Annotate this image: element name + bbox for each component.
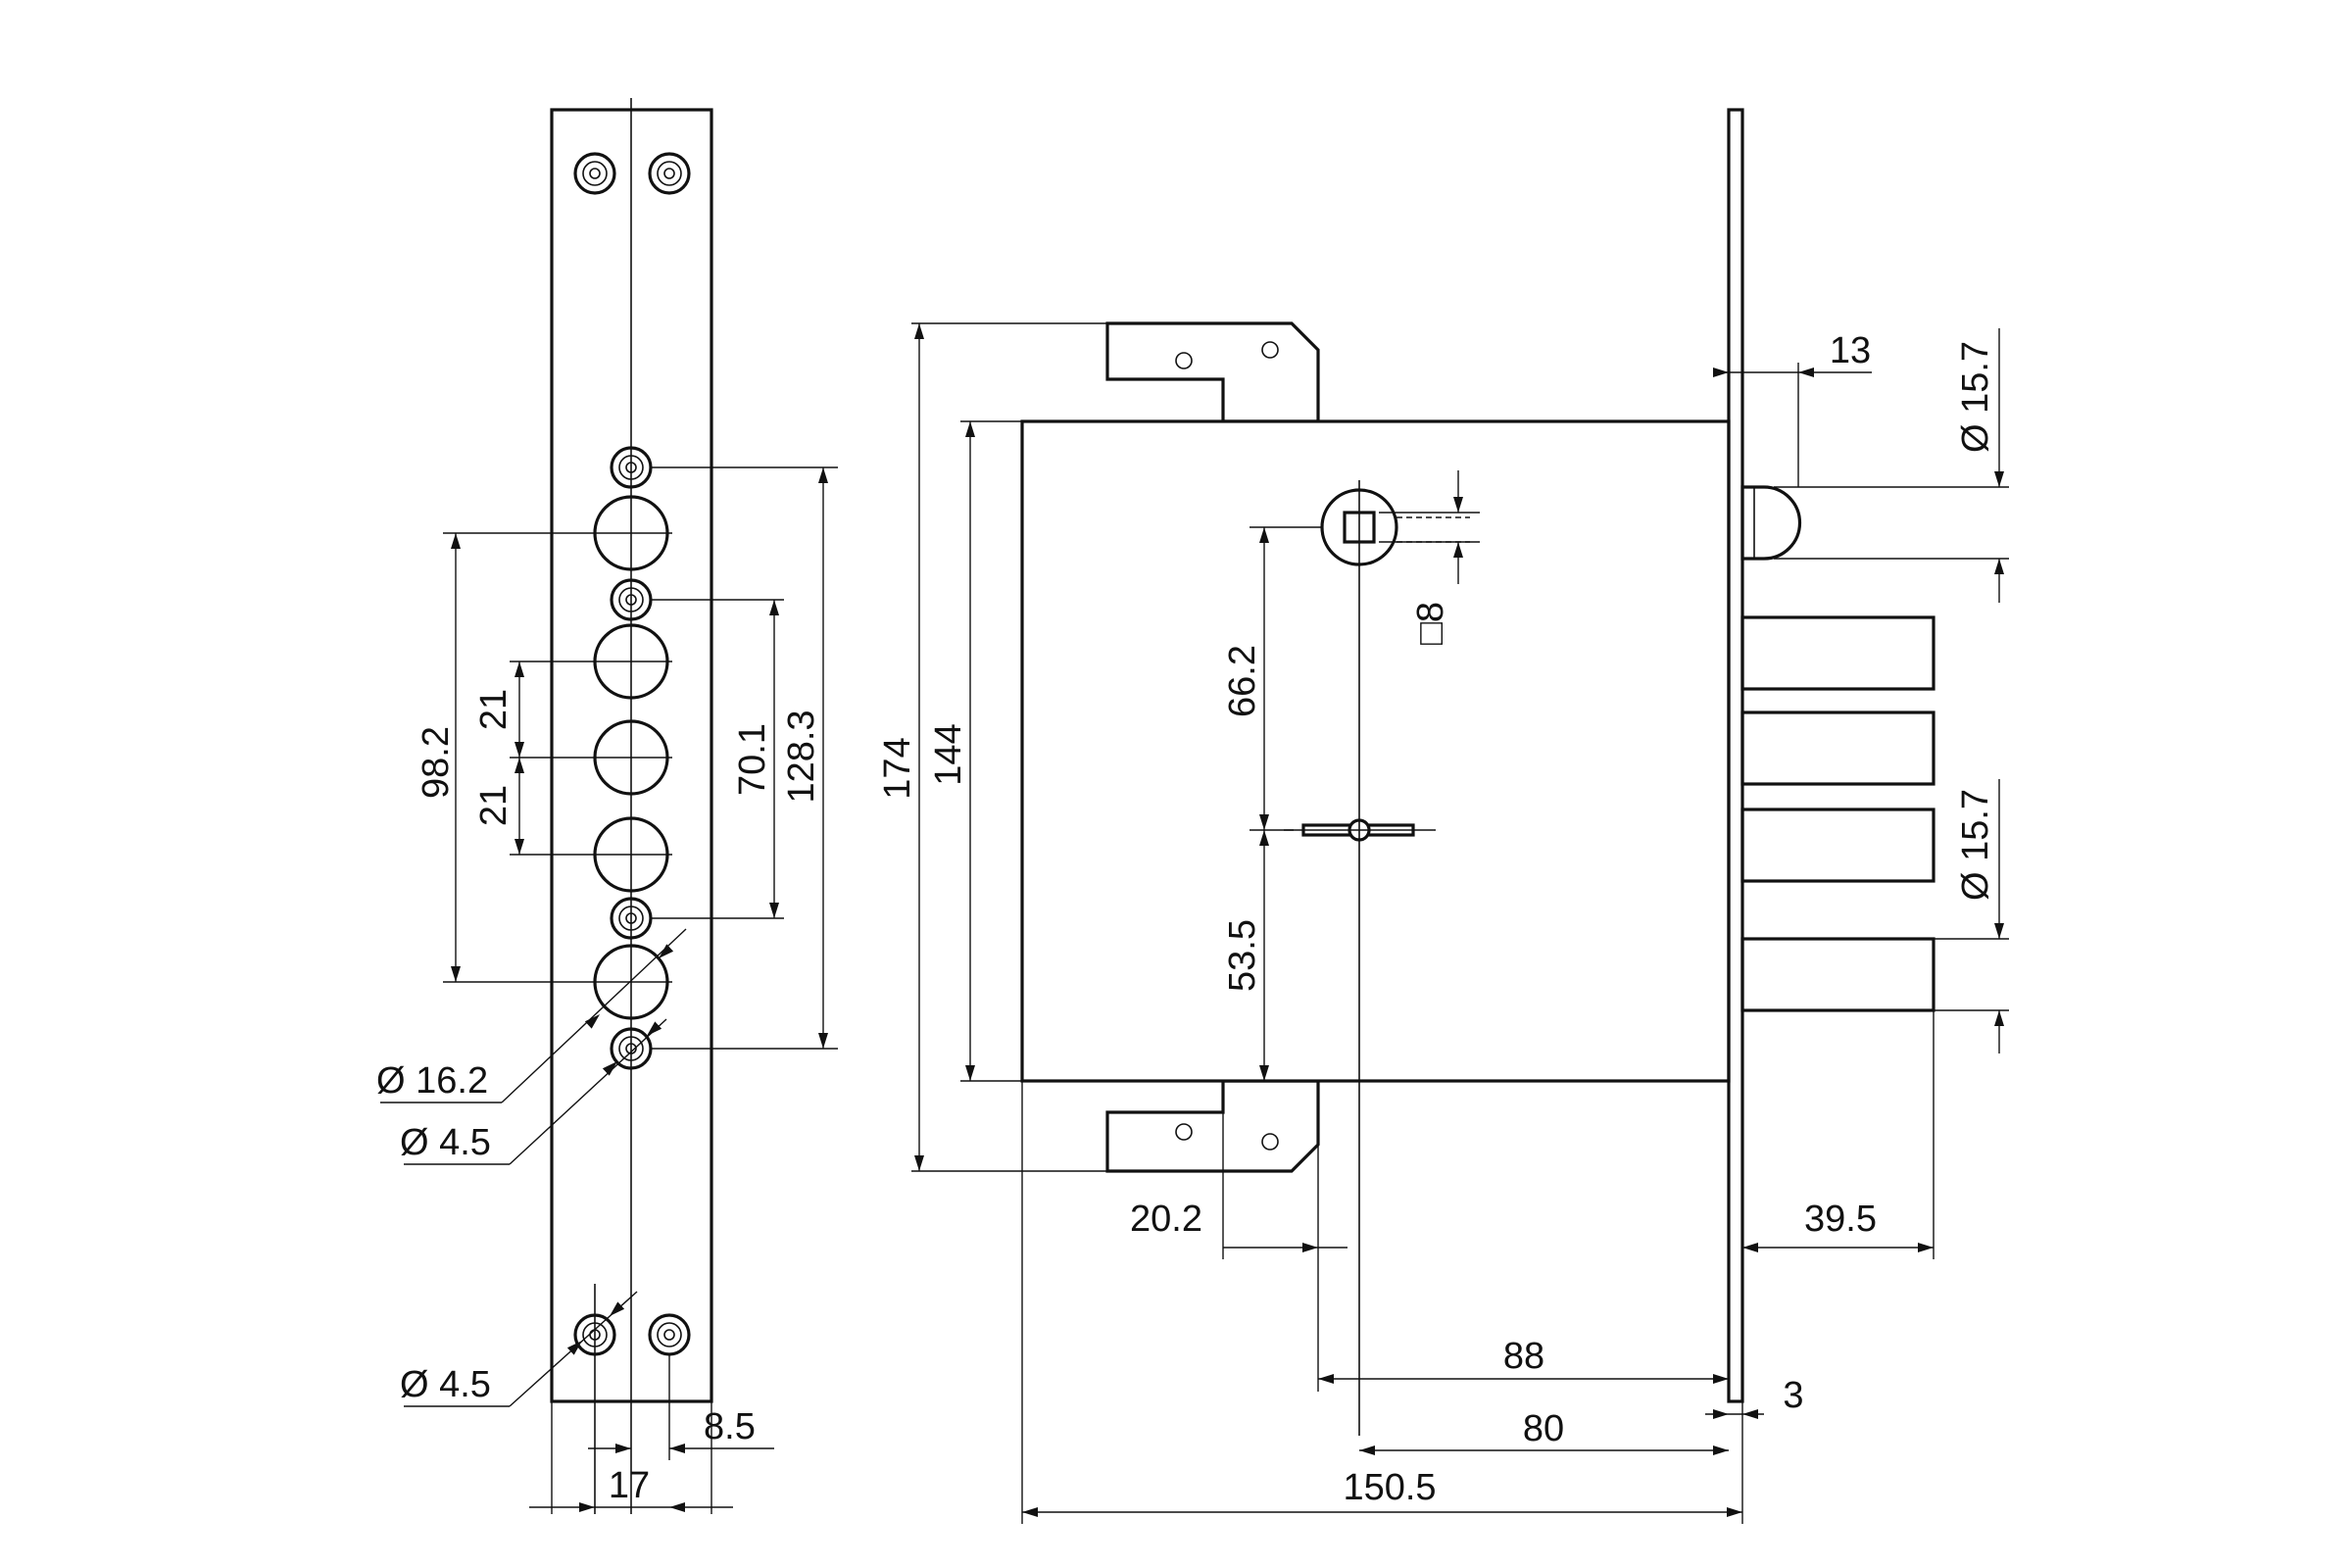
bracket-hole bbox=[1175, 1123, 1193, 1141]
dim-66-2: 66.2 bbox=[1222, 645, 1263, 717]
dim-98-2: 98.2 bbox=[416, 726, 457, 799]
front-plate bbox=[1727, 108, 1744, 1403]
bottom-mounting-bracket bbox=[1105, 1079, 1320, 1173]
dead-bolt bbox=[1740, 615, 1936, 691]
dim-diameter-4-5-mid: Ø 4.5 bbox=[400, 1122, 491, 1163]
bracket-hole bbox=[1261, 1133, 1279, 1151]
dim-174: 174 bbox=[877, 737, 918, 799]
dead-bolt bbox=[1740, 710, 1936, 786]
dim-144: 144 bbox=[928, 723, 969, 785]
corner-screw-hole bbox=[573, 152, 616, 195]
dim-diameter-15-7-latch: Ø 15.7 bbox=[1955, 341, 1996, 453]
top-mounting-bracket bbox=[1105, 321, 1320, 423]
dim-8-5: 8.5 bbox=[704, 1406, 756, 1447]
dim-88: 88 bbox=[1503, 1336, 1544, 1377]
dim-square-8: □8 bbox=[1410, 602, 1451, 645]
lock-body-view bbox=[1020, 108, 1936, 1436]
dim-diameter-16-2: Ø 16.2 bbox=[376, 1060, 488, 1102]
lock-body-dimensions: 174 144 66.2 53.5 □8 13 bbox=[877, 322, 2009, 1524]
bracket-hole bbox=[1175, 352, 1193, 369]
dim-17: 17 bbox=[609, 1465, 650, 1506]
dim-20-2: 20.2 bbox=[1130, 1199, 1202, 1240]
dim-128-3: 128.3 bbox=[781, 710, 822, 803]
dim-3: 3 bbox=[1783, 1375, 1803, 1416]
dim-150-5: 150.5 bbox=[1343, 1467, 1436, 1508]
dim-diameter-15-7-bolt: Ø 15.7 bbox=[1955, 789, 1996, 901]
dead-bolt bbox=[1740, 937, 1936, 1012]
dim-21-lower: 21 bbox=[473, 785, 514, 826]
bracket-hole bbox=[1261, 341, 1279, 359]
faceplate-view bbox=[550, 98, 713, 1514]
dim-70-1: 70.1 bbox=[732, 723, 773, 796]
dim-21-upper: 21 bbox=[473, 689, 514, 730]
dim-diameter-4-5-bottom: Ø 4.5 bbox=[400, 1364, 491, 1405]
dim-39-5: 39.5 bbox=[1804, 1199, 1877, 1240]
dim-53-5: 53.5 bbox=[1222, 919, 1263, 992]
dead-bolt bbox=[1740, 808, 1936, 883]
faceplate-dimensions: 98.2 21 21 70.1 128.3 Ø 16.2 Ø 4.5 bbox=[376, 466, 838, 1514]
dim-80: 80 bbox=[1523, 1408, 1564, 1449]
dim-13: 13 bbox=[1830, 330, 1871, 371]
latch-bolt bbox=[1740, 485, 1802, 561]
corner-screw-hole bbox=[648, 152, 691, 195]
corner-screw-hole bbox=[648, 1313, 691, 1356]
